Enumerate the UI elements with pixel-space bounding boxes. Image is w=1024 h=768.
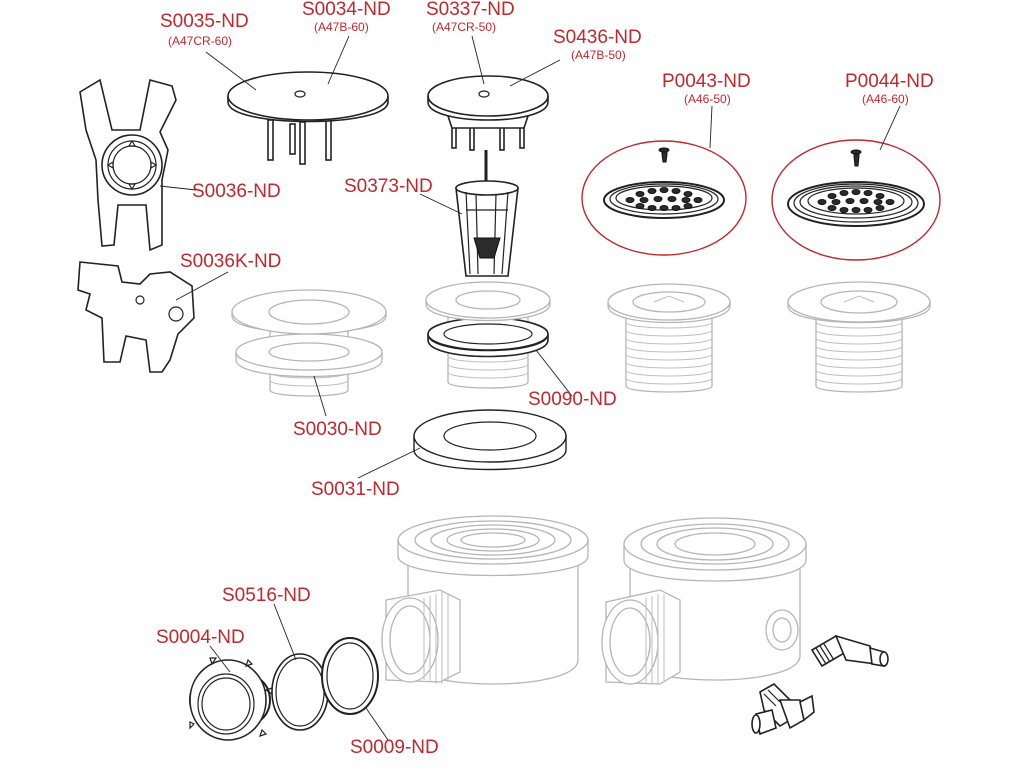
label-s0373: S0373-ND bbox=[344, 176, 433, 197]
sublabel-s0034: (A47B-60) bbox=[314, 20, 369, 34]
flange-s0030 bbox=[231, 289, 387, 397]
label-s0034: S0034-ND bbox=[302, 0, 391, 20]
sublabel-s0337: (A47CR-50) bbox=[432, 20, 497, 34]
flange-right-2 bbox=[787, 281, 931, 393]
grate-p0044 bbox=[771, 139, 941, 261]
grate-p0043 bbox=[581, 140, 747, 256]
flange-right-1 bbox=[607, 283, 731, 393]
cover-s0337 bbox=[427, 75, 549, 151]
label-p0043: P0043-ND bbox=[662, 71, 751, 92]
label-s0009: S0009-ND bbox=[350, 737, 439, 758]
cover-s0035 bbox=[227, 71, 389, 165]
key-wrench-s0036 bbox=[79, 78, 177, 252]
nut-s0004 bbox=[188, 657, 273, 741]
label-s0436: S0436-ND bbox=[553, 27, 642, 48]
seal-s0009 bbox=[321, 637, 379, 715]
sublabel-s0436: (A47B-50) bbox=[571, 48, 626, 62]
sublabel-p0044: (A46-60) bbox=[862, 92, 909, 106]
label-s0516: S0516-ND bbox=[222, 585, 311, 606]
label-s0036: S0036-ND bbox=[192, 181, 281, 202]
label-s0337: S0337-ND bbox=[426, 0, 515, 20]
hose-connector-straight bbox=[810, 634, 889, 668]
label-s0030: S0030-ND bbox=[293, 419, 382, 440]
label-s0090: S0090-ND bbox=[528, 389, 617, 410]
leader-lines bbox=[159, 35, 901, 741]
ring-s0031 bbox=[413, 409, 567, 471]
label-p0044: P0044-ND bbox=[845, 71, 934, 92]
hose-connector-elbow bbox=[751, 683, 815, 736]
sublabel-p0043: (A46-50) bbox=[684, 92, 731, 106]
trap-body-right bbox=[601, 517, 807, 685]
sublabel-s0035: (A47CR-60) bbox=[168, 34, 233, 48]
label-s0031: S0031-ND bbox=[311, 479, 400, 500]
trap-body-left bbox=[381, 515, 589, 685]
flat-key-s0036k bbox=[77, 261, 195, 373]
label-s0035: S0035-ND bbox=[160, 11, 249, 32]
label-s0036k: S0036K-ND bbox=[180, 251, 282, 272]
washer-s0516 bbox=[271, 653, 329, 731]
label-s0004: S0004-ND bbox=[156, 627, 245, 648]
basket-s0373 bbox=[455, 150, 519, 277]
flange-s0090 bbox=[425, 281, 551, 389]
